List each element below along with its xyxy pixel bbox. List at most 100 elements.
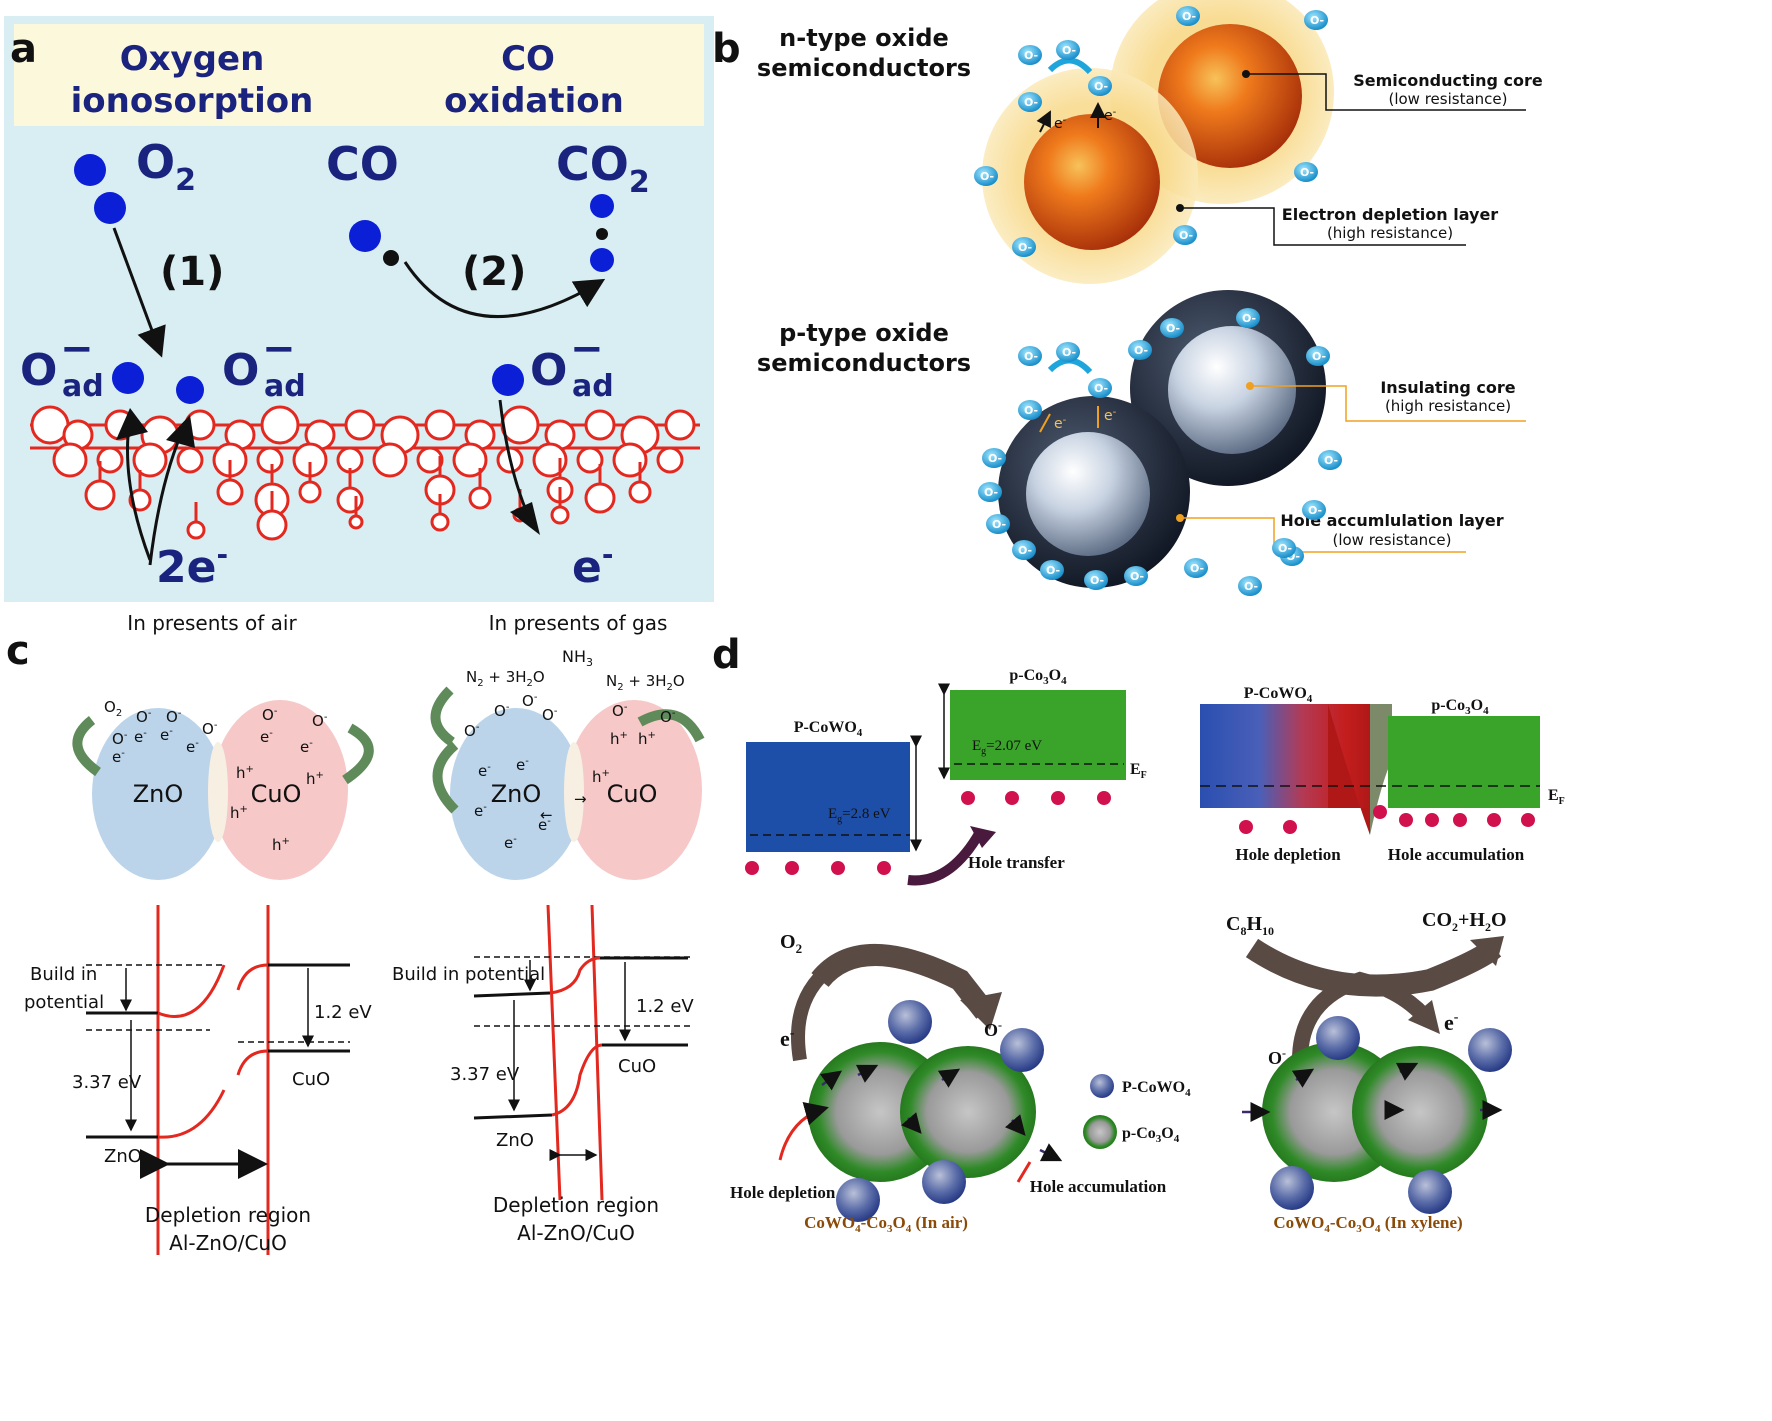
charge-symbol: e- <box>504 834 517 852</box>
charge-sign: - <box>121 748 125 759</box>
oxygen-ion-icon <box>1124 566 1148 586</box>
charge-sign: - <box>274 706 278 717</box>
charge-symbol: O- <box>166 708 182 726</box>
depletion-label-gas-2: Al-ZnO/CuO <box>517 1221 635 1245</box>
pcowo4-particle-air-2 <box>1000 1028 1044 1072</box>
svg-text:ad: ad <box>572 369 614 404</box>
charge-sign: - <box>169 726 173 737</box>
charge-symbol: O- <box>660 708 676 726</box>
p-layer-sublabel: (low resistance) <box>1332 531 1451 549</box>
hole-transfer-arrow-head <box>970 826 996 848</box>
charge-flow-arrow <box>1291 1068 1315 1088</box>
ion-label-xylene: O- <box>1268 1046 1286 1068</box>
oxygen-ion-label: O- <box>1062 346 1076 359</box>
lattice-atom <box>336 486 364 514</box>
charge-symbol: O- <box>464 722 480 740</box>
svg-text:−: − <box>570 326 604 372</box>
oxygen-ion-icon <box>1318 450 1342 470</box>
lattice-atom <box>30 405 70 445</box>
legend-pco3o4-label: p-Co3O4 <box>1122 1125 1180 1145</box>
lattice-atom <box>298 480 322 504</box>
oxygen-ion-icon <box>1012 540 1036 560</box>
offset-label-gas: 1.2 eV <box>636 996 694 1017</box>
electron-release-arrow-xylene-head <box>1408 1000 1440 1034</box>
xylene-formula: C8H10 <box>1226 913 1274 938</box>
header-co: CO <box>501 39 555 79</box>
charge-base: O <box>112 730 124 748</box>
hole-marker <box>1425 813 1439 827</box>
charge-base: e <box>538 816 547 834</box>
pcowo4-particle-air-3 <box>836 1178 880 1222</box>
hole-depletion-label: Hole depletion <box>1235 845 1341 864</box>
water-sub: 2 <box>527 678 533 689</box>
oxygen-ion-label: O- <box>1018 544 1032 557</box>
oxygen-ion-label: O- <box>1024 49 1038 62</box>
oxygen-ion-icon <box>1160 318 1184 338</box>
charge-transfer-arrow-2: → <box>574 790 587 808</box>
p-type-core-front <box>1026 432 1150 556</box>
xylene-flow-arrow-head <box>1470 936 1504 966</box>
oxygen-ion-label: O- <box>980 170 994 183</box>
hole-marker <box>1521 813 1535 827</box>
lattice-atom <box>430 512 450 532</box>
charge-sign: - <box>487 762 491 773</box>
pcowo4-particle-xylene-2 <box>1468 1028 1512 1072</box>
oxygen-ion-label: O- <box>1310 14 1324 27</box>
step-2-arrow <box>403 261 606 319</box>
charge-base: O <box>494 702 506 720</box>
cuo-grain-gas <box>566 700 702 880</box>
interface-air <box>208 742 228 842</box>
reaction-arrow-gas-1 <box>430 686 456 747</box>
charge-sign: - <box>178 708 182 719</box>
hole-marker <box>1283 820 1297 834</box>
charge-symbol: O- <box>522 692 538 710</box>
svg-text:O: O <box>530 345 567 396</box>
oxygen-ion-icon <box>986 514 1010 534</box>
p-layer-leader <box>1180 517 1466 553</box>
two-electrons-label: 2e- <box>156 538 228 593</box>
one-electron-label: e- <box>572 538 613 593</box>
svg-text:−: − <box>262 326 296 372</box>
lattice-atom <box>176 446 204 474</box>
charge-base: h <box>272 836 282 854</box>
oxygen-ion-icon <box>1306 346 1330 366</box>
charge-base: e <box>300 738 309 756</box>
header-ionosorption: ionosorption <box>71 81 314 121</box>
charge-base: h <box>230 804 240 822</box>
panel-c: c In presents of air In presents of gas … <box>6 611 705 1255</box>
co-label: CO <box>326 137 399 191</box>
caption-air: In presents of air <box>127 611 297 635</box>
oxygen-ion-icon <box>1128 340 1152 360</box>
grain-air-2 <box>900 1046 1036 1178</box>
plus-water: + 3H <box>624 672 667 690</box>
n-electron-arrow-1 <box>1036 110 1051 133</box>
oxygen-ion-label: O- <box>1300 166 1314 179</box>
zno-vb-bend-air <box>157 1089 226 1139</box>
lattice-atom <box>348 514 364 530</box>
charge-symbol: e- <box>112 748 125 766</box>
oxygen-ion-label: O- <box>1094 80 1108 93</box>
charge-sign: + <box>648 730 656 741</box>
band-diagram-air: Build in potential 3.37 eV 1.2 eV CuO Zn… <box>24 905 372 1255</box>
zno-label-gas: ZnO <box>491 780 542 808</box>
oxygen-ion-label: O- <box>1018 241 1032 254</box>
grain-xylene-2 <box>1352 1046 1488 1178</box>
hole-transfer-label: Hole transfer <box>968 853 1065 872</box>
svg-text:ad: ad <box>62 369 104 404</box>
ion-label-air: O- <box>984 1018 1002 1040</box>
charge-symbol: h+ <box>610 730 628 748</box>
p-adsorption-arrow <box>1047 357 1093 375</box>
charge-symbol: O- <box>202 720 218 738</box>
oxygen-ion-icon <box>1040 560 1064 580</box>
depletion-label-air-1: Depletion region <box>145 1203 311 1227</box>
charge-sign: - <box>214 720 218 731</box>
cuo-label-air: CuO <box>251 780 302 808</box>
eg-green-label: Eg=2.07 eV <box>972 738 1042 757</box>
charge-base: e <box>516 756 525 774</box>
panel-a: a Oxygen ionosorption CO oxidation O2 CO… <box>4 16 714 602</box>
lattice-atom <box>260 405 300 445</box>
oxygen-ion-icon <box>1056 342 1080 362</box>
nh3-label: NH3 <box>562 647 593 669</box>
n2-base: N <box>466 668 477 686</box>
oxygen-ion-icon <box>1294 162 1318 182</box>
